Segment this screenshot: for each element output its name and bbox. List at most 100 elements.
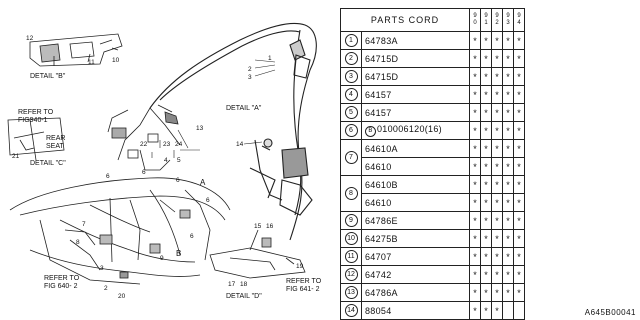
year-applicability-mark: * xyxy=(491,265,503,284)
part-code-cell: 64707 xyxy=(361,247,470,266)
label-refer-940: REFER TO xyxy=(18,109,54,116)
year-applicability-mark: * xyxy=(480,283,492,302)
year-applicability-mark: * xyxy=(491,103,503,122)
parts-diagram: DETAIL "B" DETAIL "A" DETAIL "C" DETAIL … xyxy=(7,22,322,300)
label-detail-d: DETAIL "D" xyxy=(226,293,262,300)
year-applicability-mark: * xyxy=(491,121,503,140)
year-applicability-mark: * xyxy=(491,157,503,176)
detail-b-illustration xyxy=(29,33,123,67)
year-applicability-mark: * xyxy=(491,283,503,302)
year-applicability-mark: * xyxy=(480,175,492,194)
part-number-cell: 13 xyxy=(340,283,362,302)
part-code-cell: 88054 xyxy=(361,301,470,320)
year-applicability-mark: * xyxy=(502,193,514,212)
year-applicability-mark: * xyxy=(513,85,525,104)
year-applicability-mark xyxy=(513,301,525,320)
part-code-cell: 64610A xyxy=(361,139,470,158)
year-applicability-mark: * xyxy=(502,103,514,122)
label-refer-940-fig: FIG940-1 xyxy=(18,117,48,124)
diagram-code: A645B00041 xyxy=(584,308,636,317)
callout-number: 6 xyxy=(142,169,146,176)
part-code: 64707 xyxy=(365,251,392,262)
year-applicability-mark: * xyxy=(502,265,514,284)
year-applicability-mark: * xyxy=(491,193,503,212)
part-code-cell: 64715D xyxy=(361,49,470,68)
callout-number: 21 xyxy=(12,153,20,160)
part-number-cell: 14 xyxy=(340,301,362,320)
table-row: 64610***** xyxy=(341,157,525,176)
year-applicability-mark: * xyxy=(491,247,503,266)
part-number-circle: 8 xyxy=(344,187,358,200)
year-applicability-mark: * xyxy=(469,193,481,212)
table-row: 64610***** xyxy=(341,193,525,212)
year-applicability-mark: * xyxy=(491,175,503,194)
year-applicability-mark: * xyxy=(491,229,503,248)
year-applicability-mark: * xyxy=(502,229,514,248)
part-number-circle: 5 xyxy=(344,106,358,119)
part-number-circle: 2 xyxy=(344,52,358,65)
year-applicability-mark: * xyxy=(513,157,525,176)
part-number-circle: 7 xyxy=(344,151,358,164)
year-applicability-mark: * xyxy=(469,157,481,176)
part-number-circle: 10 xyxy=(344,232,358,245)
callout-number: 13 xyxy=(196,125,204,132)
part-code: 64786E xyxy=(365,215,398,226)
year-applicability-mark: * xyxy=(469,31,481,50)
callout-number: 23 xyxy=(163,141,171,148)
label-refer-641-2a: REFER TO xyxy=(286,278,322,285)
year-applicability-mark: * xyxy=(513,211,525,230)
callout-number: 10 xyxy=(112,57,120,64)
part-number-cell: 5 xyxy=(340,103,362,122)
callout-number: 18 xyxy=(240,281,248,288)
callout-number: 7 xyxy=(82,221,86,228)
part-number-cell: 6 xyxy=(340,121,362,140)
part-code: 64157 xyxy=(365,89,392,100)
part-code-cell: 64157 xyxy=(361,103,470,122)
part-number-circle: 1 xyxy=(344,34,358,47)
part-code-cell: 64157 xyxy=(361,85,470,104)
year-applicability-mark: * xyxy=(502,31,514,50)
year-applicability-mark: * xyxy=(502,67,514,86)
vehicle-body-illustration xyxy=(9,177,231,285)
part-number-circle: 13 xyxy=(344,286,358,299)
harness-main xyxy=(149,22,317,241)
year-applicability-mark: * xyxy=(480,193,492,212)
year-applicability-mark: * xyxy=(469,139,481,158)
year-applicability-mark: * xyxy=(469,301,481,320)
year-applicability-mark: * xyxy=(480,121,492,140)
year-applicability-mark: * xyxy=(502,85,514,104)
part-code-cell: 64715D xyxy=(361,67,470,86)
label-detail-b: DETAIL "B" xyxy=(30,73,66,80)
part-code: 88054 xyxy=(365,305,392,316)
year-applicability-mark: * xyxy=(491,211,503,230)
callout-number: 1 xyxy=(268,55,272,62)
part-code: 64783A xyxy=(365,35,398,46)
part-code: 64157 xyxy=(365,107,392,118)
callout-number: 17 xyxy=(228,281,236,288)
parts-table-title: PARTS CORD xyxy=(340,8,470,32)
year-applicability-mark: * xyxy=(513,103,525,122)
year-applicability-mark: * xyxy=(513,193,525,212)
part-code: 010006120(16) xyxy=(377,124,442,134)
year-applicability-mark: * xyxy=(469,175,481,194)
part-code-cell: 64275B xyxy=(361,229,470,248)
label-rear-seat-2: SEAT xyxy=(46,143,64,150)
year-applicability-mark: * xyxy=(491,31,503,50)
callout-number: 6 xyxy=(176,177,180,184)
year-applicability-mark: * xyxy=(480,301,492,320)
label-rear-seat-1: REAR xyxy=(46,135,65,142)
year-applicability-mark: * xyxy=(491,139,503,158)
callout-number: 8 xyxy=(76,239,80,246)
